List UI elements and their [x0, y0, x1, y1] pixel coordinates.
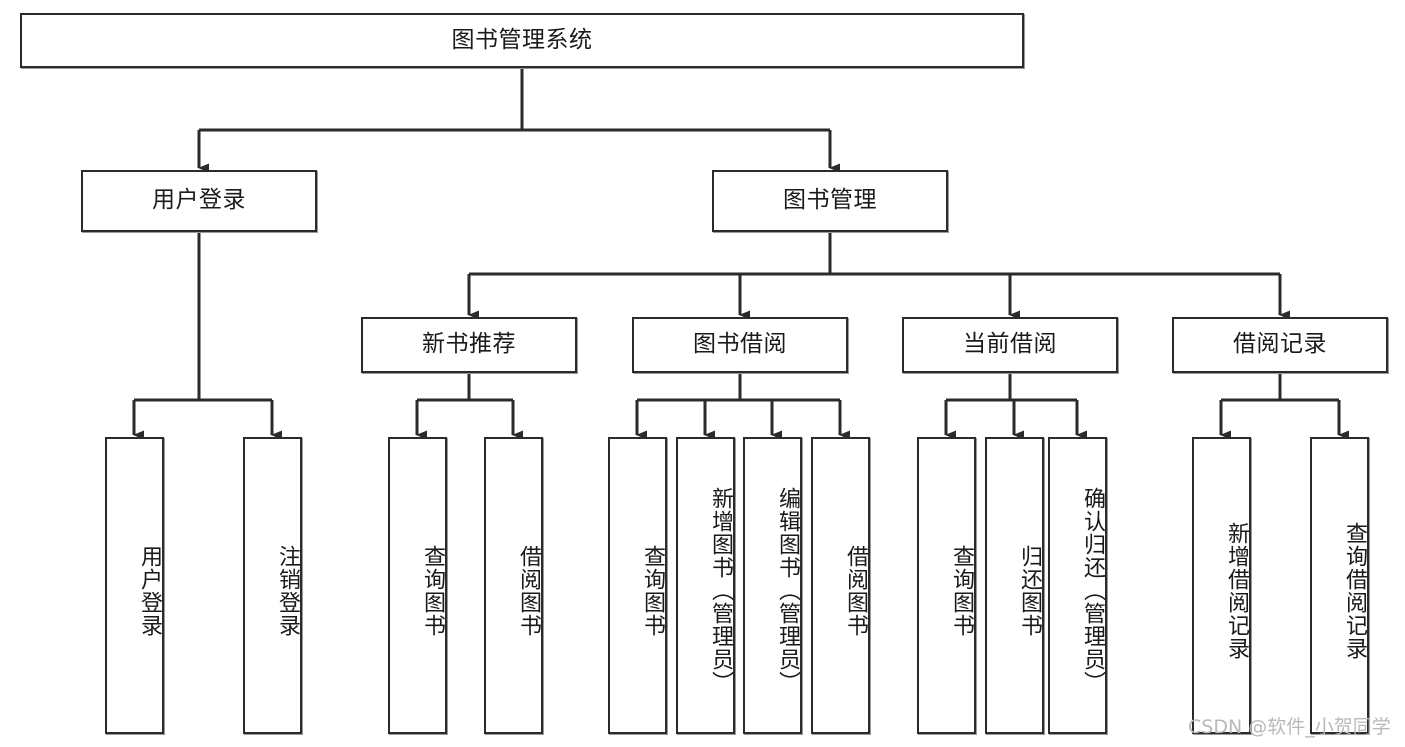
node-new-book-recommend-label: 新书推荐	[422, 331, 516, 358]
node-root-label: 图书管理系统	[451, 26, 593, 53]
node-current-borrow[interactable]: 当前借阅	[902, 317, 1118, 373]
leaf-cur-confirm-return[interactable]: 确认归还（管理员）	[1048, 437, 1107, 734]
leaf-borrow-edit-book-label: 编辑图书（管理员）	[775, 487, 800, 694]
csdn-watermark: CSDN @软件_小贺同学	[1188, 716, 1391, 738]
leaf-cur-return-book-label: 归还图书	[1017, 544, 1042, 637]
leaf-borrow-edit-book[interactable]: 编辑图书（管理员）	[743, 437, 802, 734]
leaf-user-login[interactable]: 用户登录	[105, 437, 164, 734]
leaf-user-login-label: 用户登录	[137, 544, 162, 637]
node-current-borrow-label: 当前借阅	[963, 331, 1057, 358]
leaf-rec-add-record[interactable]: 新增借阅记录	[1192, 437, 1251, 734]
leaf-user-logout-label: 注销登录	[275, 544, 300, 637]
node-root[interactable]: 图书管理系统	[20, 13, 1024, 68]
node-borrow-record-label: 借阅记录	[1233, 331, 1327, 358]
node-borrow-record[interactable]: 借阅记录	[1172, 317, 1388, 373]
node-book-borrow[interactable]: 图书借阅	[632, 317, 848, 373]
leaf-borrow-add-book-label: 新增图书（管理员）	[708, 487, 733, 694]
leaf-cur-query-book[interactable]: 查询图书	[917, 437, 976, 734]
leaf-borrow-add-book[interactable]: 新增图书（管理员）	[676, 437, 735, 734]
leaf-rec-borrow-book-label: 借阅图书	[516, 544, 541, 637]
leaf-cur-confirm-return-label: 确认归还（管理员）	[1080, 487, 1105, 694]
leaf-cur-return-book[interactable]: 归还图书	[985, 437, 1044, 734]
leaf-rec-query-record[interactable]: 查询借阅记录	[1310, 437, 1369, 734]
leaf-rec-query-book[interactable]: 查询图书	[388, 437, 447, 734]
node-new-book-recommend[interactable]: 新书推荐	[361, 317, 577, 373]
leaf-borrow-lend-book-label: 借阅图书	[843, 544, 868, 637]
leaf-borrow-query-book[interactable]: 查询图书	[608, 437, 667, 734]
node-user-login[interactable]: 用户登录	[81, 170, 317, 232]
node-user-login-label: 用户登录	[152, 187, 246, 214]
leaf-borrow-lend-book[interactable]: 借阅图书	[811, 437, 870, 734]
leaf-borrow-query-book-label: 查询图书	[640, 544, 665, 637]
leaf-rec-borrow-book[interactable]: 借阅图书	[484, 437, 543, 734]
node-book-manage-label: 图书管理	[783, 187, 877, 214]
node-book-borrow-label: 图书借阅	[693, 331, 787, 358]
node-book-manage[interactable]: 图书管理	[712, 170, 948, 232]
leaf-rec-add-record-label: 新增借阅记录	[1224, 521, 1249, 660]
leaf-rec-query-book-label: 查询图书	[420, 544, 445, 637]
leaf-rec-query-record-label: 查询借阅记录	[1342, 521, 1367, 660]
leaf-cur-query-book-label: 查询图书	[949, 544, 974, 637]
leaf-user-logout[interactable]: 注销登录	[243, 437, 302, 734]
